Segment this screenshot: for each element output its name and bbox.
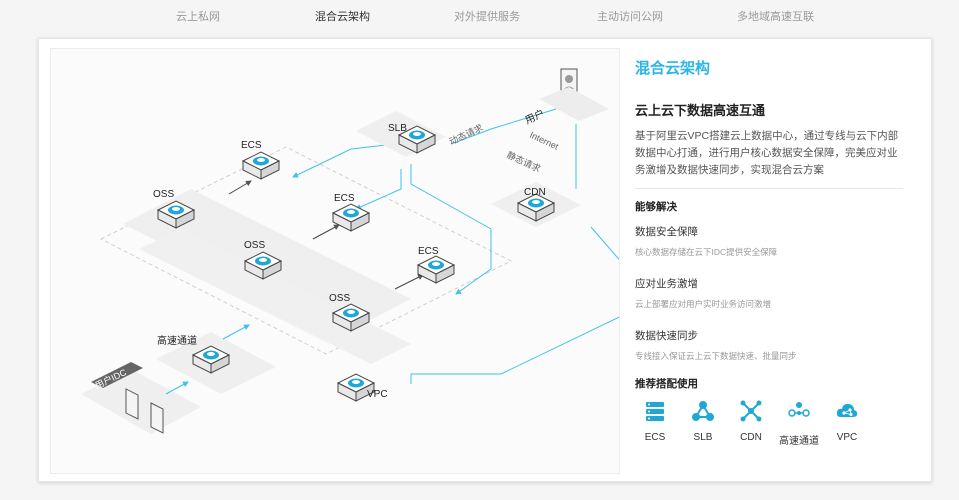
product-slb[interactable]: SLB — [677, 400, 729, 443]
tab-private-network[interactable]: 云上私网 — [176, 11, 220, 23]
slb-icon — [692, 401, 714, 421]
link-express-vpc — [222, 324, 250, 340]
feature-item: 数据快速同步 专线接入保证云上云下数据快速、批量同步 — [635, 328, 915, 362]
divider — [635, 188, 903, 189]
vpc-boundary — [99, 146, 513, 355]
express-connect-icon — [788, 402, 810, 417]
panel-description: 基于阿里云VPC搭建云上数据中心，通过专线与云下内部数据中心打通，进行用户核心数… — [635, 130, 899, 176]
ecs-top-label: ECS — [241, 140, 262, 151]
ecs-right-cube — [417, 255, 455, 284]
product-label: ECS — [644, 432, 666, 443]
tab-internet-access[interactable]: 主动访问公网 — [597, 11, 663, 23]
oss-bottom-label: OSS — [329, 293, 350, 304]
arrow-oss-ecs-3 — [394, 274, 424, 290]
arrow-oss-ecs-2 — [312, 224, 340, 240]
feature-item: 应对业务激增 云上部署应对用户实时业务访问激增 — [635, 276, 915, 310]
ecs-right-label: ECS — [418, 246, 439, 257]
vpc-label: VPC — [367, 389, 388, 400]
solution-tabs: 云上私网 混合云架构 对外提供服务 主动访问公网 多地域高速互联 — [0, 0, 959, 32]
slb-label: SLB — [388, 123, 407, 134]
product-express-connect[interactable]: 高速通道 — [773, 400, 825, 447]
product-vpc[interactable]: VPC — [821, 400, 873, 443]
ecs-mid-label: ECS — [334, 193, 355, 204]
solution-card: SLB CDN ECS ECS ECS OSS OSS OSS 高速通道 VPC… — [38, 38, 932, 482]
arrow-oss-ecs-1 — [228, 180, 252, 195]
product-label: 高速通道 — [779, 436, 819, 447]
link-idc-express — [165, 381, 189, 395]
architecture-diagram: SLB CDN ECS ECS ECS OSS OSS OSS 高速通道 VPC… — [50, 48, 620, 474]
product-label: VPC — [836, 432, 858, 443]
product-label: CDN — [740, 432, 762, 443]
link-slb-ecs-right — [410, 164, 492, 295]
solves-heading: 能够解决 — [635, 201, 677, 213]
link-user-slb — [450, 108, 557, 145]
link-cdn-vpc — [410, 226, 619, 384]
flow-internet-label: Internet — [528, 130, 560, 152]
recommended-products: ECS SLB CDN — [635, 400, 915, 452]
ecs-mid-cube — [332, 203, 370, 232]
panel-title: 混合云架构 — [635, 60, 711, 77]
link-slb-ecs — [292, 143, 397, 178]
product-label: SLB — [693, 432, 713, 443]
feature-desc: 云上部署应对用户实时业务访问激增 — [635, 299, 772, 309]
idc-server-icon — [125, 388, 164, 434]
vpc-icon — [836, 403, 858, 417]
feature-title: 数据快速同步 — [635, 330, 698, 342]
oss-mid-label: OSS — [244, 240, 265, 251]
user-label: 用户 — [523, 106, 547, 126]
express-label: 高速通道 — [157, 334, 197, 347]
idc-zone — [81, 369, 201, 434]
link-slb-ecs-mid — [355, 169, 402, 210]
product-cdn[interactable]: CDN — [725, 400, 777, 443]
solution-panel: 混合云架构 云上云下数据高速互通 基于阿里云VPC搭建云上数据中心，通过专线与云… — [635, 57, 915, 452]
ecs-top-cube — [242, 151, 280, 180]
tab-hybrid-cloud[interactable]: 混合云架构 — [315, 11, 370, 23]
ecs-icon — [646, 402, 664, 421]
product-ecs[interactable]: ECS — [629, 400, 681, 443]
tab-external-service[interactable]: 对外提供服务 — [454, 11, 520, 23]
oss-left-label: OSS — [153, 189, 174, 200]
recommend-heading: 推荐搭配使用 — [635, 378, 698, 390]
feature-title: 数据安全保障 — [635, 226, 698, 238]
panel-subtitle: 云上云下数据高速互通 — [635, 103, 766, 118]
tab-multi-region[interactable]: 多地域高速互联 — [737, 11, 814, 23]
cdn-icon — [740, 400, 762, 422]
diagram-canvas: SLB CDN ECS ECS ECS OSS OSS OSS 高速通道 VPC… — [81, 68, 619, 434]
feature-item: 数据安全保障 核心数据存储在云下IDC提供安全保障 — [635, 224, 915, 258]
feature-desc: 专线接入保证云上云下数据快速、批量同步 — [635, 351, 797, 361]
idc-label-bg — [91, 362, 143, 388]
cdn-label: CDN — [524, 187, 546, 198]
feature-title: 应对业务激增 — [635, 278, 698, 290]
oss-zone — [139, 229, 411, 364]
flow-dynamic-label: 动态请求 — [447, 122, 484, 147]
feature-desc: 核心数据存储在云下IDC提供安全保障 — [635, 247, 778, 257]
flow-static-label: 静态请求 — [505, 149, 542, 174]
user-icon — [539, 68, 609, 121]
